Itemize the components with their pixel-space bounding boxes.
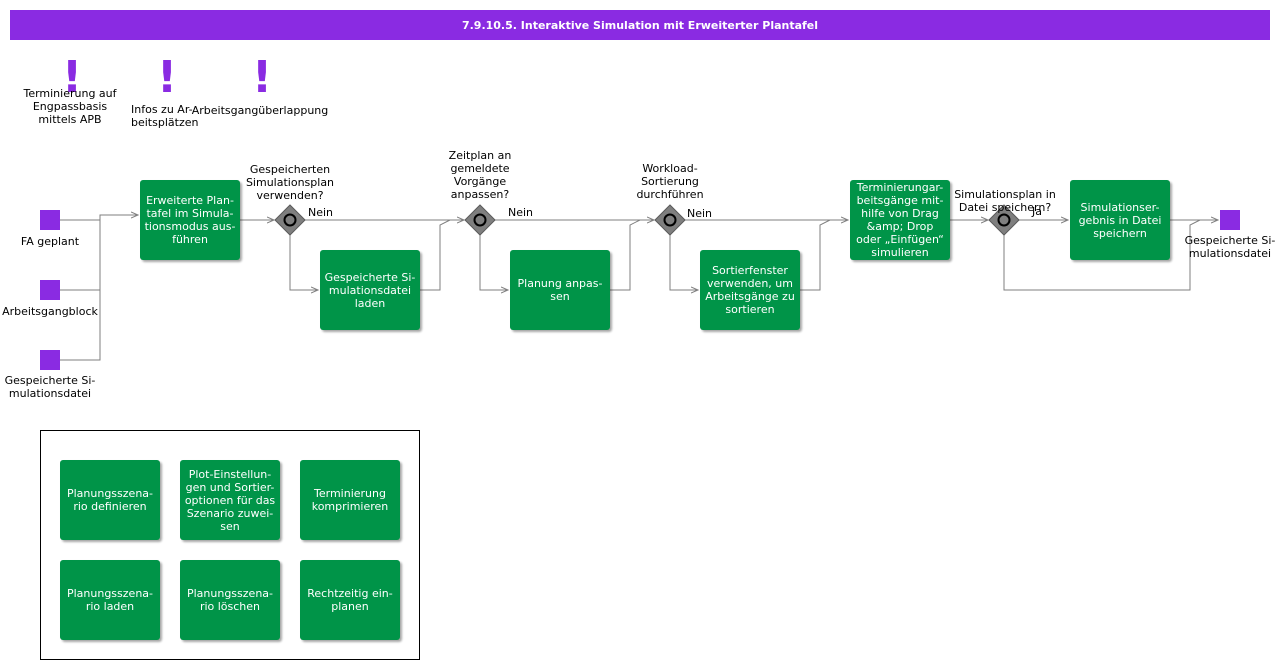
gateway-label-workload: Workload- Sortierung durchführen	[636, 162, 704, 201]
event-label-simulationsdatei-in: Gespeicherte Si- mulationsdatei	[4, 374, 96, 400]
gateway-label-zeitplan: Zeitplan an gemeldete Vorgänge anpassen?	[448, 149, 512, 201]
exclamation-icon: !	[157, 52, 178, 103]
flow-label-ja: Ja	[1032, 205, 1042, 218]
exclamation-icon: !	[62, 52, 83, 103]
task-erweiterte-plantafel[interactable]: Erweiterte Plan- tafel im Simula- tionsm…	[140, 180, 240, 260]
task-drag-drop[interactable]: Terminierungar- beitsgänge mit- hilfe vo…	[850, 180, 950, 260]
task-datei-laden[interactable]: Gespeicherte Si- mulationsdatei laden	[320, 250, 420, 330]
unconnected-tasks-frame	[40, 430, 420, 660]
task-szenario-laden[interactable]: Planungsszena- rio laden	[60, 560, 160, 640]
flow-label-nein: Nein	[687, 207, 713, 220]
task-plot-einstellungen[interactable]: Plot-Einstellun- gen und Sortier- option…	[180, 460, 280, 540]
gateway-circle-icon	[997, 213, 1011, 227]
gateway-label-speichern: Simulationsplan in Datei speichern?	[954, 188, 1056, 214]
gateway-circle-icon	[283, 213, 297, 227]
task-szenario-definieren[interactable]: Planungsszena- rio definieren	[60, 460, 160, 540]
task-sortierfenster[interactable]: Sortierfenster verwenden, um Arbeitsgäng…	[700, 250, 800, 330]
event-label-simulationsdatei-out: Gespeicherte Si- mulationsdatei	[1184, 234, 1276, 260]
event-label-fa-geplant: FA geplant	[20, 235, 80, 248]
task-szenario-loeschen[interactable]: Planungsszena- rio löschen	[180, 560, 280, 640]
start-event-simulationsdatei	[40, 350, 60, 370]
note-label-ueberlappung: Arbeitsgangüberlappung	[191, 104, 329, 117]
gateway-label-simulationsplan: Gespeicherten Simulationsplan verwenden?	[245, 163, 335, 202]
flow-label-nein: Nein	[508, 206, 534, 219]
task-ergebnis-speichern[interactable]: Simulationser- gebnis in Datei speichern	[1070, 180, 1170, 260]
note-label-arbeitsplaetze: Infos zu Ar- beitsplätzen	[131, 103, 199, 129]
task-planung-anpassen[interactable]: Planung anpas- sen	[510, 250, 610, 330]
start-event-fa-geplant	[40, 210, 60, 230]
event-label-arbeitsgangblock: Arbeitsgangblock	[2, 305, 98, 318]
note-label-engpass: Terminierung auf Engpassbasis mittels AP…	[23, 87, 117, 126]
flow-label-nein: Nein	[308, 206, 334, 219]
page-title: 7.9.10.5. Interaktive Simulation mit Erw…	[10, 10, 1270, 40]
start-event-arbeitsgangblock	[40, 280, 60, 300]
exclamation-icon: !	[252, 52, 273, 103]
gateway-circle-icon	[473, 213, 487, 227]
end-event-simulationsdatei	[1220, 210, 1240, 230]
task-rechtzeitig-einplanen[interactable]: Rechtzeitig ein- planen	[300, 560, 400, 640]
gateway-circle-icon	[663, 213, 677, 227]
task-terminierung-komprimieren[interactable]: Terminierung komprimieren	[300, 460, 400, 540]
